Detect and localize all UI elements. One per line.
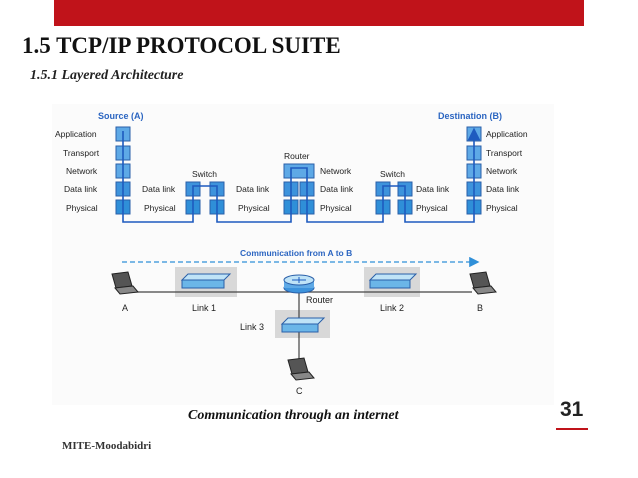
router-top-label: Router [284,151,310,161]
dest-layer-physical: Physical [486,203,518,213]
source-layer-network: Network [66,166,98,176]
node-a-label: A [122,303,128,313]
source-layer-physical: Physical [66,203,98,213]
dest-layer-datalink: Data link [486,184,520,194]
switch1-physical-label: Physical [144,203,176,213]
diagram-svg: Source (A) Application Transport Network… [55,111,528,396]
source-label: Source (A) [98,111,144,121]
router-icon [283,274,315,294]
router-stack [283,163,315,215]
figure-caption: Communication through an internet [188,408,399,423]
switch1-icon [180,273,232,289]
router-left-datalink-label: Data link [236,184,270,194]
router-bottom-label: Router [306,295,333,305]
source-layer-application: Application [55,129,97,139]
dest-layer-application: Application [486,129,528,139]
switch2-physical-label: Physical [416,203,448,213]
destination-label: Destination (B) [438,111,502,121]
footer-text: MITE-Moodabidri [62,440,152,452]
router-right-datalink-label: Data link [320,184,354,194]
layered-architecture-figure: Source (A) Application Transport Network… [52,104,554,405]
switch1-label: Switch [192,169,217,179]
page-number: 31 [560,398,584,421]
router-right-physical-label: Physical [320,203,352,213]
link3-label: Link 3 [240,322,264,332]
dest-layer-transport: Transport [486,148,523,158]
title-bar-accent [54,0,584,26]
laptop-c-icon [287,357,315,381]
slide-subtitle: 1.5.1 Layered Architecture [30,68,184,83]
source-layer-transport: Transport [63,148,100,158]
switch2-datalink-label: Data link [416,184,450,194]
source-stack [115,126,131,215]
router-left-physical-label: Physical [238,203,270,213]
node-c-label: C [296,386,303,396]
switch2-label: Switch [380,169,405,179]
switch1-datalink-label: Data link [142,184,176,194]
laptop-b-icon [469,271,497,295]
switch3-icon [280,317,326,333]
dest-layer-network: Network [486,166,518,176]
node-b-label: B [477,303,483,313]
page-number-rule [556,428,588,430]
communication-label: Communication from A to B [240,248,352,258]
router-network-label: Network [320,166,352,176]
link2-label: Link 2 [380,303,404,313]
source-layer-datalink: Data link [64,184,98,194]
data-path [122,127,481,223]
slide-title: 1.5 TCP/IP PROTOCOL SUITE [22,33,341,58]
laptop-a-icon [111,271,139,295]
link1-label: Link 1 [192,303,216,313]
switch2-icon [368,273,418,289]
